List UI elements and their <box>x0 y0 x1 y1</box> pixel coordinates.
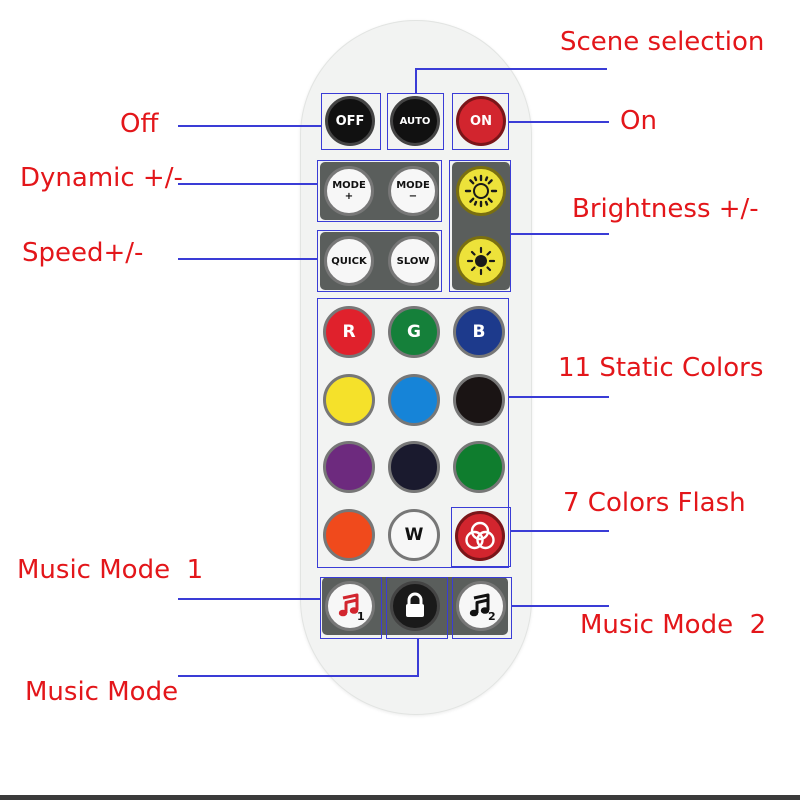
brightness-leader-line <box>511 233 609 235</box>
label-brightness: Brightness +/- <box>572 194 759 224</box>
label-music-mode: Music Mode <box>25 677 178 707</box>
off-highlight-frame <box>321 93 381 150</box>
brightness-highlight-frame <box>449 160 511 292</box>
music-leader-horizontal <box>178 675 419 677</box>
music-leader-vertical <box>417 639 419 676</box>
lock-highlight-frame <box>386 577 448 639</box>
speed-highlight-frame <box>317 230 442 292</box>
bottom-edge-bar <box>0 795 800 800</box>
music1-leader-line <box>178 598 320 600</box>
label-static-colors: 11 Static Colors <box>558 353 763 383</box>
auto-highlight-frame <box>387 93 444 150</box>
flash-highlight-frame <box>451 507 511 567</box>
label-flash: 7 Colors Flash <box>563 488 746 518</box>
label-off: Off <box>120 109 158 139</box>
scene-leader-horizontal <box>415 68 607 70</box>
label-on: On <box>620 106 657 136</box>
dynamic-leader-line <box>178 183 317 185</box>
mode-highlight-frame <box>317 160 442 222</box>
label-dynamic: Dynamic +/- <box>20 163 183 193</box>
label-music-mode-2: Music Mode 2 <box>580 610 766 640</box>
on-highlight-frame <box>452 93 509 150</box>
on-leader-line <box>509 121 609 123</box>
speed-leader-line <box>178 258 317 260</box>
label-music-mode-1: Music Mode 1 <box>17 555 203 585</box>
music2-leader-line <box>512 605 609 607</box>
off-leader-line <box>178 125 321 127</box>
flash-leader-line <box>511 530 609 532</box>
label-speed: Speed+/- <box>22 238 143 268</box>
static-colors-leader-line <box>509 396 609 398</box>
label-scene-selection: Scene selection <box>560 27 764 57</box>
music1-highlight-frame <box>320 577 382 639</box>
music2-highlight-frame <box>452 577 512 639</box>
scene-leader-vertical <box>415 68 417 93</box>
